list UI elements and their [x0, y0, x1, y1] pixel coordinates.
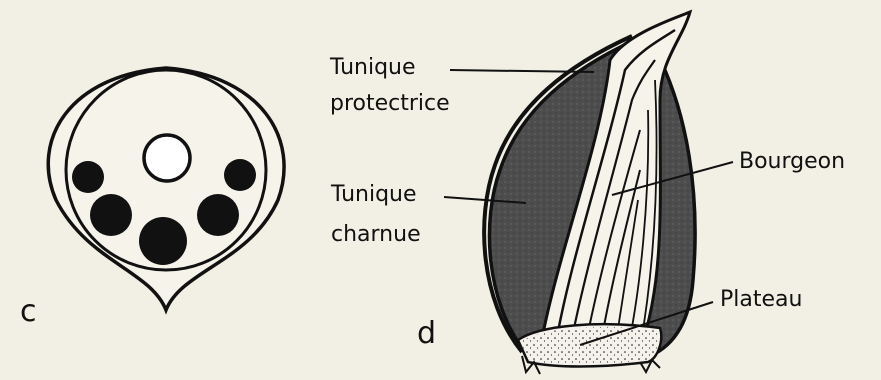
scale-bundle — [197, 194, 239, 236]
label-plateau: Plateau — [720, 288, 802, 312]
label-tunique-charnue-1: Tunique — [331, 183, 417, 207]
label-tunique-protectrice-1: Tunique — [330, 56, 416, 80]
label-tunique-charnue-2: charnue — [331, 223, 421, 247]
longitudinal-section-d — [484, 12, 695, 374]
scale-bundle — [90, 194, 132, 236]
scale-bundle — [72, 161, 104, 193]
panel-letter-d: d — [417, 318, 436, 350]
cross-section-c — [48, 68, 284, 310]
label-tunique-protectrice-2: protectrice — [330, 92, 450, 116]
panel-letter-c: c — [20, 296, 37, 328]
scale-bundle — [224, 159, 256, 191]
label-bourgeon: Bourgeon — [739, 150, 845, 174]
central-bud — [144, 135, 190, 181]
scale-bundle — [139, 217, 187, 265]
